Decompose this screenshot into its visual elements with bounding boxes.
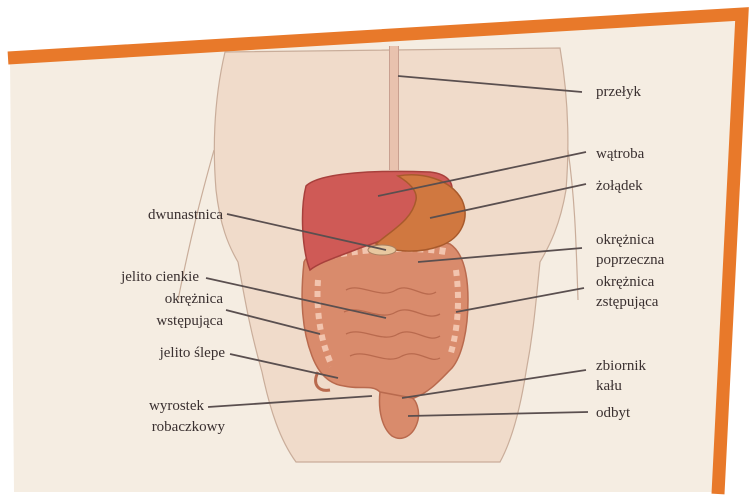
label-descending-colon-line2: zstępująca — [596, 294, 659, 310]
label-rectum-line2: kału — [596, 378, 622, 394]
label-rectum-line1: zbiornik — [596, 358, 646, 374]
label-ascending-colon-line2: wstępująca — [156, 313, 223, 329]
label-appendix-line2: robaczkowy — [152, 419, 226, 435]
label-transverse-colon-line2: poprzeczna — [596, 252, 665, 268]
label-transverse-colon-line1: okrężnica — [596, 232, 655, 248]
label-liver: wątroba — [596, 146, 645, 162]
label-cecum: jelito ślepe — [159, 345, 226, 361]
label-esophagus: przełyk — [596, 84, 641, 100]
label-anus: odbyt — [596, 405, 631, 421]
label-duodenum: dwunastnica — [148, 207, 223, 223]
label-ascending-colon-line1: okrężnica — [165, 291, 224, 307]
label-descending-colon-line1: okrężnica — [596, 274, 655, 290]
label-small-intestine: jelito cienkie — [120, 269, 199, 285]
esophagus-fill — [390, 46, 398, 170]
label-appendix-line1: wyrostek — [149, 398, 204, 414]
label-stomach: żołądek — [596, 178, 643, 194]
